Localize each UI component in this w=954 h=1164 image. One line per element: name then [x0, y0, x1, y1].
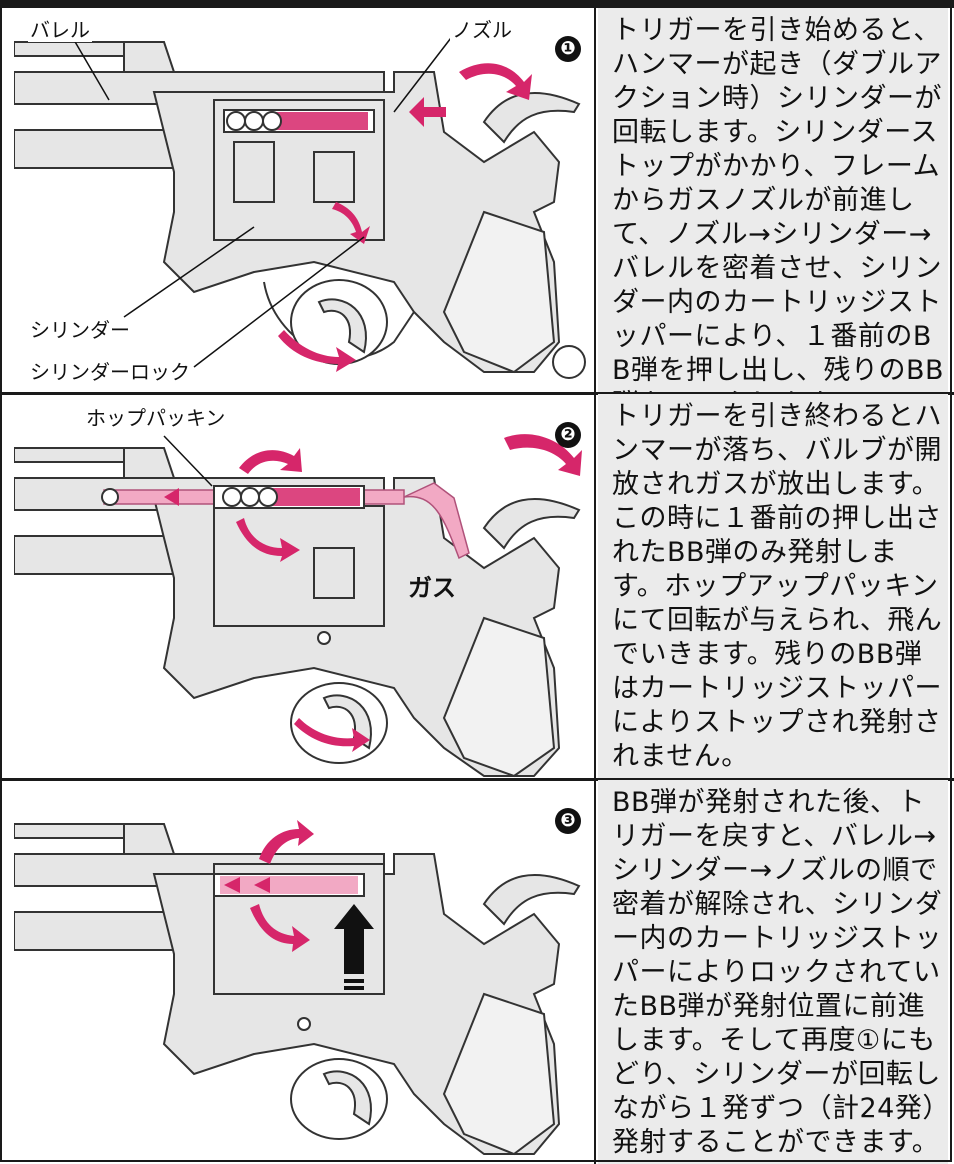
trigger-pull-arrow: [278, 330, 356, 372]
label-gas: ガス: [408, 574, 456, 602]
hammer-fall-arrow: [504, 434, 582, 476]
bb-cartridge-3: [213, 873, 365, 897]
hammer-cock-arrow: [459, 63, 532, 100]
hop-up-rotate-arrow-top: [239, 448, 302, 474]
step-number-1: ❶: [555, 36, 581, 62]
revolver-diagram-1: [13, 33, 586, 379]
bb-advance-arrow: [334, 904, 374, 990]
revolver-diagram-2: [13, 434, 582, 778]
panel-3: ❸ BB弾が発射された後、トリガーを戻すと、バレル→シリンダー→ノズルの順で密着…: [0, 780, 954, 1164]
row-divider-2: [0, 778, 954, 781]
label-nozzle: ノズル: [450, 18, 514, 42]
bb-cartridge-2: [213, 485, 365, 509]
release-arrow-down: [250, 904, 310, 952]
trigger-shape: [317, 298, 367, 354]
hammer-shape: [482, 92, 581, 144]
cylinder-rotate-arrow: [332, 202, 370, 244]
panel-2-description: トリガーを引き終わるとハンマーが落ち、バルブが開放されガスが放出します。この時に…: [612, 401, 943, 772]
panel-1-illustration: バレル ノズル シリンダー シリンダーロック ❶: [13, 12, 590, 396]
label-barrel: バレル: [28, 18, 92, 42]
label-cylinder-lock: シリンダーロック: [28, 360, 192, 384]
panel-1-text-cell: トリガーを引き始めると、ハンマーが起き（ダブルアクション時）シリンダーが回転しま…: [598, 8, 948, 420]
step-number-2: ❷: [555, 422, 581, 448]
nozzle-forward-arrow: [409, 97, 446, 127]
column-divider: [594, 8, 596, 1164]
hop-up-rotate-arrow-bottom: [236, 518, 300, 562]
step-number-3: ❸: [555, 808, 581, 834]
panel-2-illustration: ホップパッキン ガス ❷: [13, 398, 590, 782]
revolver-diagram-3: [13, 820, 581, 1156]
panel-3-description: BB弾が発射された後、トリガーを戻すと、バレル→シリンダー→ノズルの順で密着が解…: [612, 787, 943, 1158]
release-arrow-up: [259, 820, 314, 864]
row-divider-1: [0, 392, 954, 395]
panel-2: ホップパッキン ガス ❷ トリガーを引き終わるとハンマーが落ち、バルブが開放され…: [0, 394, 954, 780]
bb-cartridge-1: [223, 109, 375, 133]
panel-3-text-cell: BB弾が発射された後、トリガーを戻すと、バレル→シリンダー→ノズルの順で密着が解…: [598, 780, 948, 1164]
panel-1: バレル ノズル シリンダー シリンダーロック ❶ トリガーを引き始めると、ハンマ…: [0, 8, 954, 420]
top-bar: [0, 0, 954, 8]
label-hop-packing: ホップパッキン: [84, 406, 228, 430]
panel-2-text-cell: トリガーを引き終わるとハンマーが落ち、バルブが開放されガスが放出します。この時に…: [598, 394, 948, 780]
label-cylinder: シリンダー: [28, 318, 132, 342]
trigger-release-arrow: [294, 718, 370, 752]
panel-3-illustration: ❸: [13, 784, 590, 1164]
